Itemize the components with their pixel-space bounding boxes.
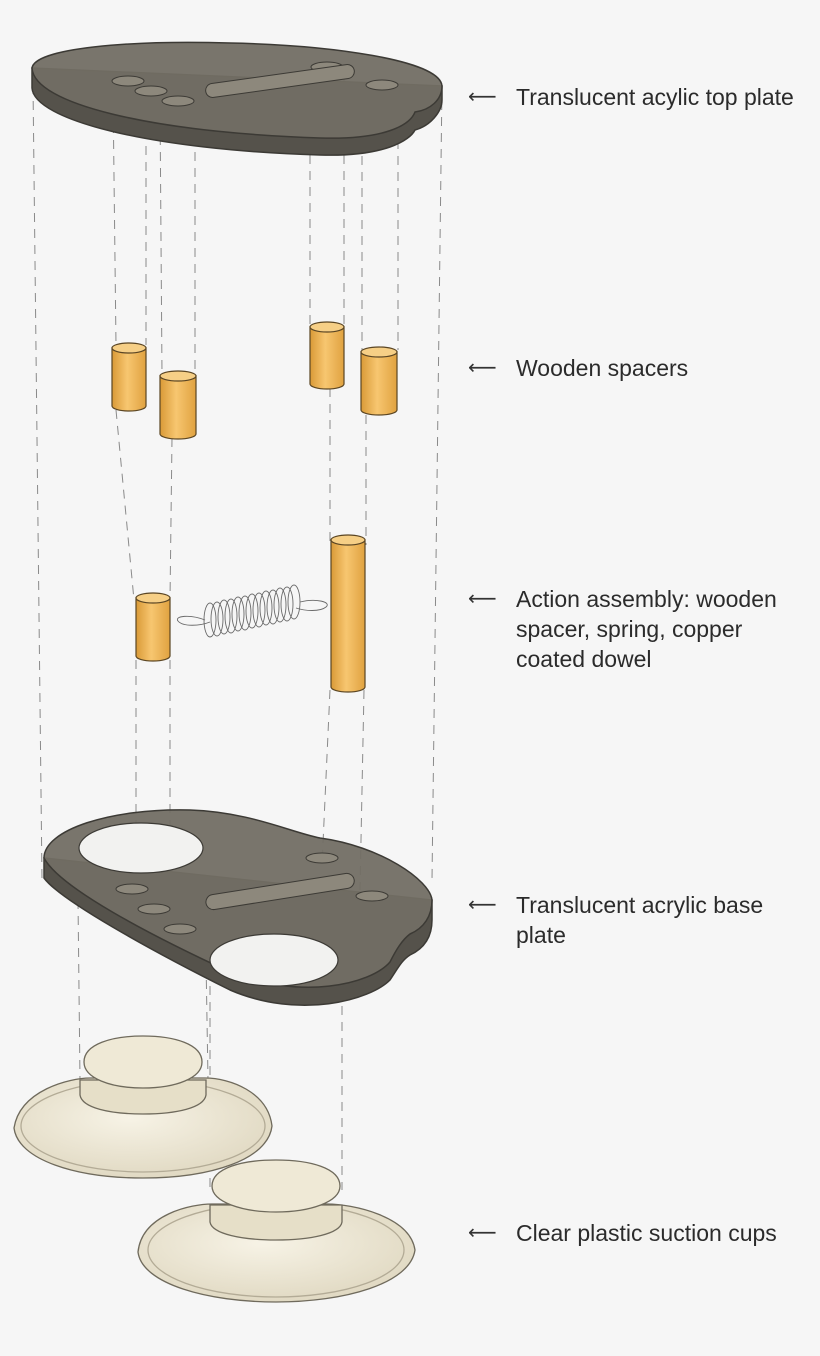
guide-line xyxy=(431,84,443,881)
arrow-left-icon: ⟵ xyxy=(468,588,497,610)
base-plate-large-hole xyxy=(78,822,204,874)
alignment-guide-lines xyxy=(32,75,443,1190)
spring xyxy=(176,584,328,638)
arrow-left-icon: ⟵ xyxy=(468,1222,497,1244)
guide-line xyxy=(169,437,173,601)
base-plate-hole xyxy=(163,923,197,935)
guide-line xyxy=(112,91,117,346)
top-plate xyxy=(31,41,443,156)
top-plate-hole xyxy=(111,75,145,87)
label-text: Wooden spacers xyxy=(516,355,689,381)
base-plate-hole xyxy=(355,890,389,902)
wooden-spacer xyxy=(309,321,345,390)
guide-line xyxy=(159,103,163,376)
arrow-left-icon: ⟵ xyxy=(468,894,497,916)
label-text: Action assembly: wooden spacer, spring, … xyxy=(516,586,777,672)
suction-cup xyxy=(137,1159,416,1303)
label-suction-cups: ⟵ Clear plastic suction cups xyxy=(468,1218,777,1248)
suction-cup xyxy=(13,1035,273,1179)
guide-line xyxy=(77,899,81,1081)
label-text: Translucent acrylic base plate xyxy=(516,892,764,948)
label-text: Clear plastic suction cups xyxy=(516,1220,777,1246)
top-plate-hole xyxy=(134,85,168,97)
base-plate-hole xyxy=(137,903,171,915)
guide-line xyxy=(32,84,43,881)
top-plate-hole xyxy=(161,95,195,107)
guide-line xyxy=(204,899,209,1081)
arrow-left-icon: ⟵ xyxy=(468,357,497,379)
label-base-plate: ⟵ Translucent acrylic base plate xyxy=(468,890,763,950)
top-plate-slot xyxy=(205,64,355,98)
base-plate-large-hole xyxy=(209,933,339,987)
arrow-left-icon: ⟵ xyxy=(468,86,497,108)
label-top-plate: ⟵ Translucent acylic top plate xyxy=(468,82,794,112)
action-wooden-spacer xyxy=(135,592,171,662)
label-wooden-spacers: ⟵ Wooden spacers xyxy=(468,353,688,383)
top-plate-hole xyxy=(365,79,399,91)
base-plate xyxy=(43,809,433,1007)
label-text: Translucent acylic top plate xyxy=(516,84,794,110)
copper-coated-dowel xyxy=(330,534,366,693)
suction-cups xyxy=(13,1035,416,1303)
label-action-assembly: ⟵ Action assembly: wooden spacer, spring… xyxy=(468,584,777,674)
wooden-spacers xyxy=(111,321,398,440)
base-plate-hole xyxy=(115,883,149,895)
base-plate-slot xyxy=(205,872,355,911)
guide-line xyxy=(115,409,135,601)
action-assembly xyxy=(135,534,366,693)
wooden-spacer xyxy=(111,342,147,412)
wooden-spacer xyxy=(360,346,398,416)
base-plate-hole xyxy=(305,852,339,864)
guide-line xyxy=(321,689,331,866)
wooden-spacer xyxy=(159,370,197,440)
